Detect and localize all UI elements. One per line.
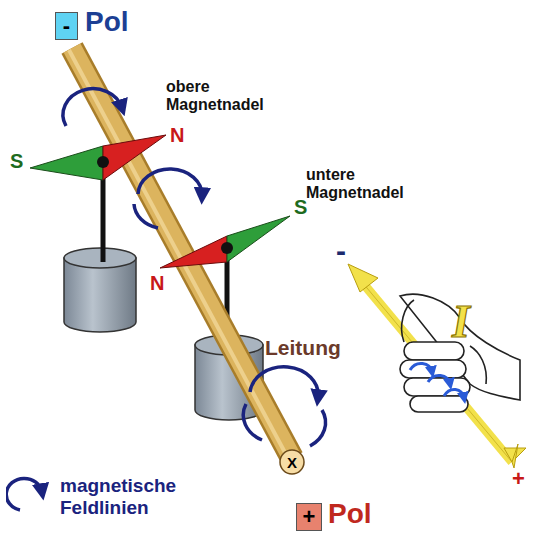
minus-pole-box: - — [55, 12, 78, 40]
pole-letter: N — [170, 124, 184, 147]
wire-cross-section: X — [279, 449, 305, 475]
plus-pole-box: + — [296, 503, 322, 531]
pole-letter: N — [150, 272, 164, 295]
needle-label: untere Magnetnadel — [306, 166, 428, 203]
node-text: + — [303, 504, 316, 530]
pole-letter: S — [294, 196, 307, 219]
hand-field-arrows — [410, 363, 464, 398]
polarity-sign: - — [336, 234, 346, 269]
wire — [69, 48, 292, 460]
current-arrow — [348, 264, 526, 468]
legend-text: magnetische Feldlinien — [60, 475, 230, 519]
needle-label: obere Magnetnadel — [166, 78, 278, 115]
right-hand — [400, 294, 520, 412]
lower-needle — [160, 216, 290, 268]
field-lines — [63, 89, 326, 446]
node-text: X — [287, 454, 297, 471]
part-name: Leitung — [265, 336, 341, 360]
upper-stand — [64, 163, 136, 332]
upper-needle — [30, 135, 166, 180]
pole-label: Pol — [328, 498, 372, 530]
node-text: - — [63, 13, 70, 39]
legend-entry: magnetische Feldlinien — [6, 472, 230, 522]
current-symbol: I — [452, 296, 470, 349]
legend-sample — [6, 472, 56, 522]
pole-letter: S — [10, 150, 23, 173]
polarity-sign: + — [512, 466, 525, 491]
pole-label: Pol — [85, 6, 129, 38]
